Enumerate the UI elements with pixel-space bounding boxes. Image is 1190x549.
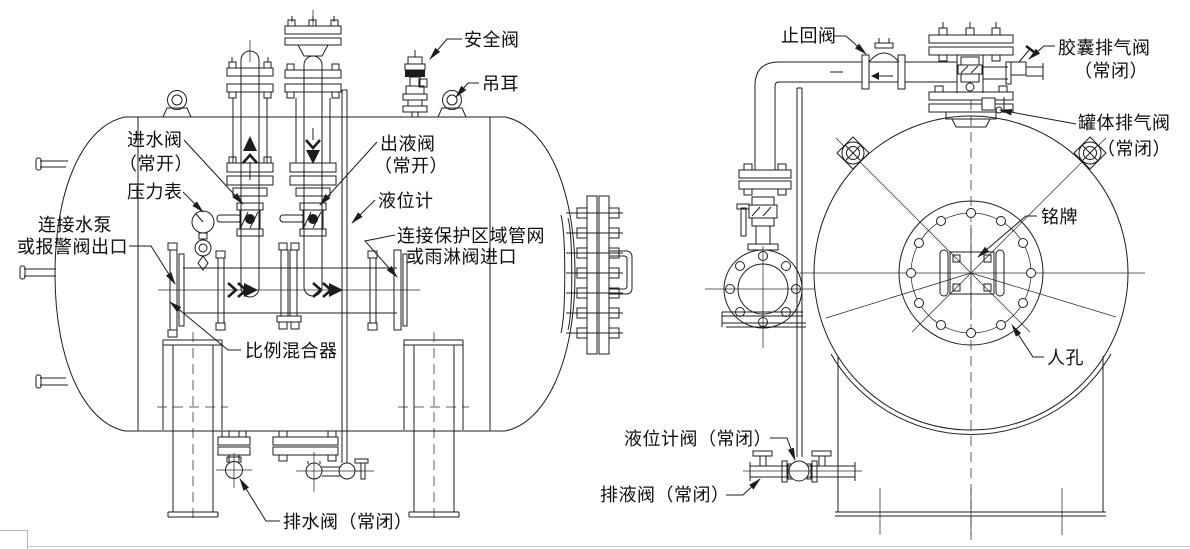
safety-valve-symbol [402,50,428,117]
scroll-corner-box [0,530,28,549]
pressure-gauge-symbol [191,210,215,271]
flow-arrow-2 [312,282,343,298]
label-network-connection-line2: 或雨淋阀进口 [406,247,517,268]
annotation-outlet-valve: 出液阀 （常开） [319,134,448,206]
annotation-proportioner: 比例混合器 [169,301,338,362]
annotation-check-valve: 止回阀 [781,26,867,55]
label-check-valve: 止回阀 [781,26,837,47]
label-level-gauge: 液位计 [378,191,434,212]
annotation-drain-valve: 排水阀（常闭） [239,478,413,533]
label-tank-vent-line1: 罐体排气阀 [1078,113,1171,134]
label-lifting-lug: 吊耳 [482,74,519,95]
label-inlet-valve-line2: （常开） [119,154,193,175]
rear-head-flange [560,195,633,355]
label-pressure-gauge: 压力表 [127,182,183,203]
left-head-nozzles [19,157,68,389]
support-leg-left [157,332,228,524]
check-valve-symbol [861,38,906,90]
label-level-gauge-valve: 液位计阀（常闭） [624,429,772,450]
inlet-riser [216,40,274,298]
page-bottom-edge [0,546,1190,547]
bottom-outlet-assembly [272,430,374,492]
side-flange-circle [705,246,815,348]
label-liquid-drain-valve: 排液阀（常闭） [600,485,730,506]
label-inlet-valve-line1: 进水阀 [127,130,183,151]
flow-arrow-1 [227,282,258,298]
top-nozzle [928,22,1044,128]
shell-lug-right [1073,136,1107,170]
level-gauge-pipe [341,89,348,463]
label-nameplate: 铭牌 [1041,207,1078,228]
lifting-lug-left [162,90,192,118]
annotation-bladder-vent: 胶囊排气阀 （常闭） [1028,38,1151,82]
label-outlet-valve-line2: （常开） [374,156,448,177]
label-network-connection-line1: 连接保护区域管网 [397,226,545,247]
label-drain-valve: 排水阀（常闭） [283,512,413,533]
level-gauge-pipe-end [796,87,803,457]
support-leg-right [398,332,469,524]
annotation-level-gauge-valve: 液位计阀（常闭） [624,429,796,461]
label-safety-valve: 安全阀 [464,30,520,51]
annotation-manhole: 人孔 [1011,324,1084,369]
annotation-level-gauge: 液位计 [351,191,434,224]
lifting-lug-right [437,90,467,118]
saddle-support [835,356,1106,535]
annotations: 安全阀 吊耳 进水阀 （常开） 出液阀 （常开） 压力表 液位计 连接水泵 或报… [17,26,1171,533]
annotation-network-connection: 连接保护区域管网 或雨淋阀进口 [364,226,545,278]
tank-side-view [19,10,633,524]
shell-lug-left [836,136,870,170]
label-tank-vent-line2: （常闭） [1097,139,1171,160]
annotation-tank-vent: 罐体排气阀 （常闭） [999,109,1171,160]
label-pump-connection-line1: 连接水泵 [38,215,112,236]
annotation-inlet-valve: 进水阀 （常开） [119,130,244,205]
annotation-pump-connection: 连接水泵 或报警阀出口 [17,215,176,285]
annotation-lifting-lug: 吊耳 [455,74,519,98]
flange-bolts [566,207,623,339]
label-proportioner: 比例混合器 [245,341,338,362]
proportioner-manifold [158,242,420,338]
label-bladder-vent-line1: 胶囊排气阀 [1058,38,1151,59]
tank-end-view [705,22,1145,540]
side-nozzle-valve [736,163,792,251]
annotation-pressure-gauge: 压力表 [127,182,204,213]
label-pump-connection-line2: 或报警阀出口 [17,237,128,258]
label-manhole: 人孔 [1047,348,1084,369]
label-outlet-valve-line1: 出液阀 [380,134,436,155]
fill-pipe [754,61,957,170]
manhole-symbol [898,200,1044,346]
label-bladder-vent-line2: （常闭） [1074,61,1148,82]
annotation-liquid-drain-valve: 排液阀（常闭） [600,478,761,506]
outlet-riser [279,10,342,297]
drain-valve-assembly [216,430,252,488]
annotation-safety-valve: 安全阀 [429,30,520,60]
annotation-nameplate: 铭牌 [977,207,1078,258]
bottom-valve-assembly [743,450,862,483]
